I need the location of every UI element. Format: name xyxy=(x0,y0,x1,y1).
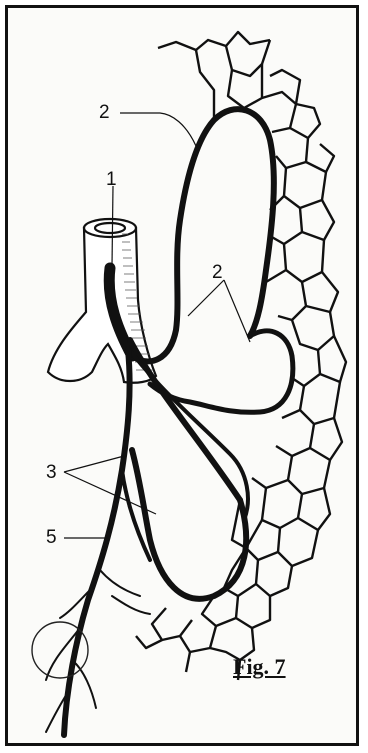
label-2-mid: 2 xyxy=(212,262,223,283)
label-1: 1 xyxy=(106,169,117,190)
vessels xyxy=(46,109,293,735)
highlight-circle xyxy=(32,622,88,678)
label-3: 3 xyxy=(46,462,57,483)
label-5: 5 xyxy=(46,527,57,548)
label-2-top: 2 xyxy=(99,102,110,123)
figure-caption: Fig. 7 xyxy=(233,654,286,680)
